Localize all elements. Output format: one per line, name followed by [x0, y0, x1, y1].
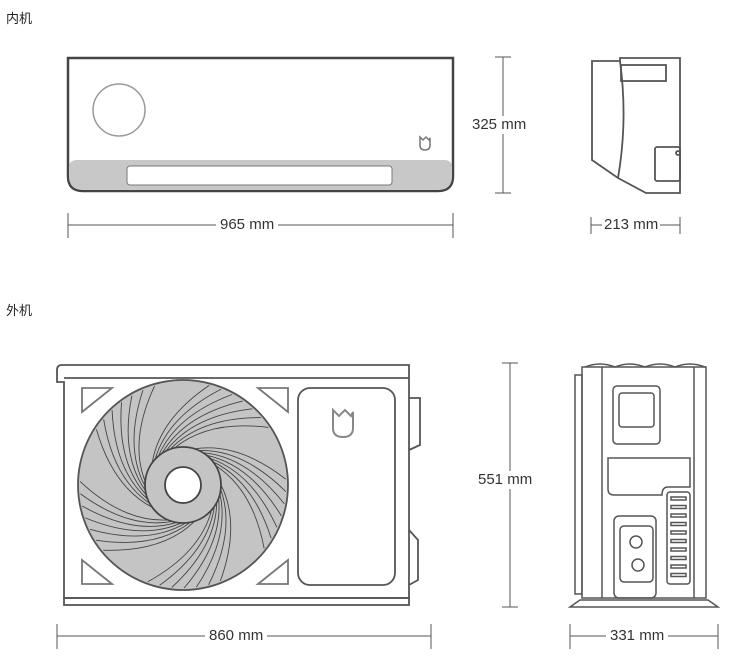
fan-blade-line — [206, 454, 282, 517]
fan-blade-line — [81, 505, 177, 527]
fan-blade-line — [198, 450, 287, 492]
fan-blade-line — [208, 489, 227, 585]
fan-blade-line — [171, 502, 218, 588]
vent-slot — [670, 513, 687, 518]
indoor-height-label: 325 mm — [468, 116, 531, 134]
fan-blade-line — [196, 493, 223, 588]
fan-blade-line — [95, 521, 191, 543]
fan-blade-line — [133, 389, 146, 487]
vent-slot — [670, 564, 687, 569]
fan-blade-line — [103, 520, 196, 551]
outdoor-unit-side — [567, 363, 721, 608]
fan-blades — [79, 385, 287, 589]
mi-logo-icon — [332, 407, 354, 439]
fan-blade-line — [151, 385, 210, 463]
fan-blade-line — [169, 417, 261, 450]
outdoor-depth-label: 331 mm — [606, 627, 669, 645]
fan-blade-line — [209, 457, 278, 528]
fan-blade-line — [154, 388, 222, 460]
outdoor-width-label: 860 mm — [205, 627, 268, 645]
fan-blade-line — [165, 408, 253, 452]
fan-blade-line — [103, 419, 151, 504]
vent-slot — [670, 555, 687, 561]
indoor-section-title: 内机 — [6, 11, 33, 26]
outdoor-unit-front — [56, 364, 421, 606]
fan-blade-line — [111, 410, 149, 500]
fan-blade-line — [79, 481, 169, 521]
outdoor-height-label: 551 mm — [474, 471, 537, 489]
fan-blade-line — [158, 394, 233, 457]
outdoor-section-title: 外机 — [6, 303, 33, 318]
fan-blade-line — [138, 385, 156, 482]
fan-blade-line — [80, 493, 173, 524]
fan-blade-line — [85, 517, 182, 532]
vent-slot — [670, 496, 687, 501]
fan-blade-line — [127, 395, 146, 491]
vent-slot — [670, 521, 687, 527]
fan-blade-line — [219, 484, 232, 582]
fan-blade-line — [174, 425, 269, 449]
vent-slot — [670, 530, 687, 535]
indoor-width-label: 965 mm — [216, 216, 279, 234]
fan-blade-line — [212, 461, 272, 539]
fan-blade-line — [159, 506, 215, 586]
mi-logo-icon — [419, 135, 431, 151]
fan-blade-line — [194, 447, 287, 480]
fan-blade-line — [161, 400, 243, 454]
fan-blade-line — [95, 429, 153, 508]
fan-blade-line — [120, 402, 147, 496]
fan-blade-line — [89, 522, 187, 537]
fan-blade-line — [215, 465, 265, 549]
vent-slot — [670, 538, 687, 544]
indoor-depth-label: 213 mm — [602, 216, 661, 234]
indoor-unit-side — [591, 57, 681, 194]
fan-blade-line — [183, 498, 220, 589]
vent-slot — [670, 504, 687, 510]
fan-blade-line — [202, 452, 285, 505]
fan-blade-line — [147, 509, 213, 583]
vent-slot — [670, 547, 687, 552]
indoor-unit-front — [66, 56, 455, 193]
vent-slot — [670, 572, 687, 578]
vent-slots — [670, 496, 687, 578]
